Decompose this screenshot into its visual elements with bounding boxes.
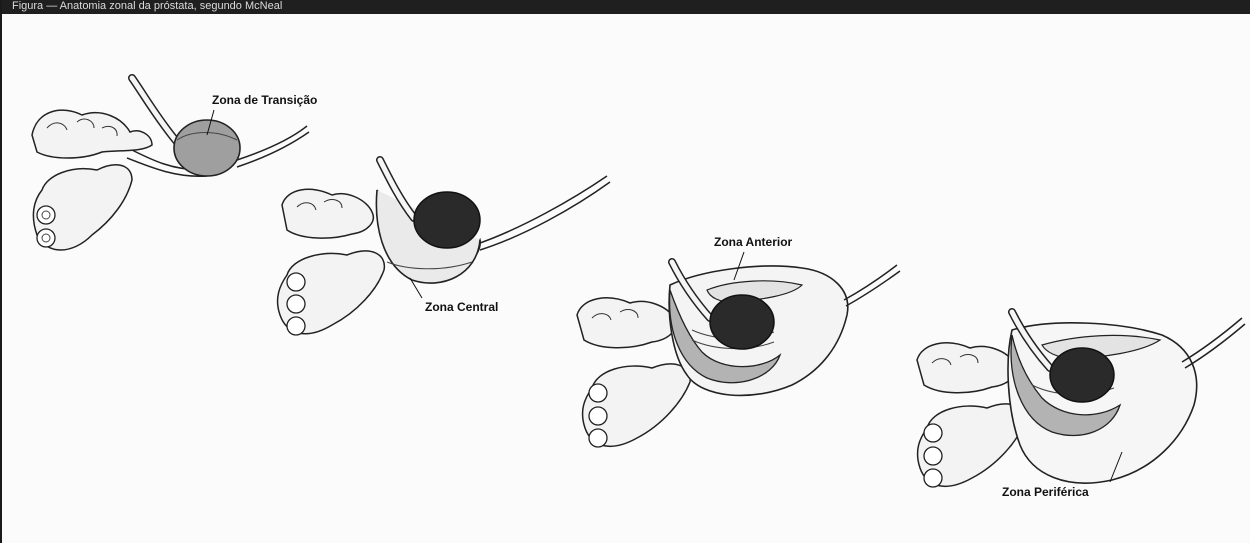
label-anterior-zone: Zona Anterior [714,235,793,249]
panel-transition-zone: Zona de Transição [32,78,317,250]
label-peripheral-zone: Zona Periférica [1002,485,1089,499]
panel-peripheral-zone: Zona Periférica [917,312,1245,499]
panel-anterior-zone: Zona Anterior [577,235,900,447]
label-central-zone: Zona Central [425,300,498,314]
panel-central-zone: Zona Central [278,160,610,335]
label-transition-zone: Zona de Transição [212,93,317,107]
